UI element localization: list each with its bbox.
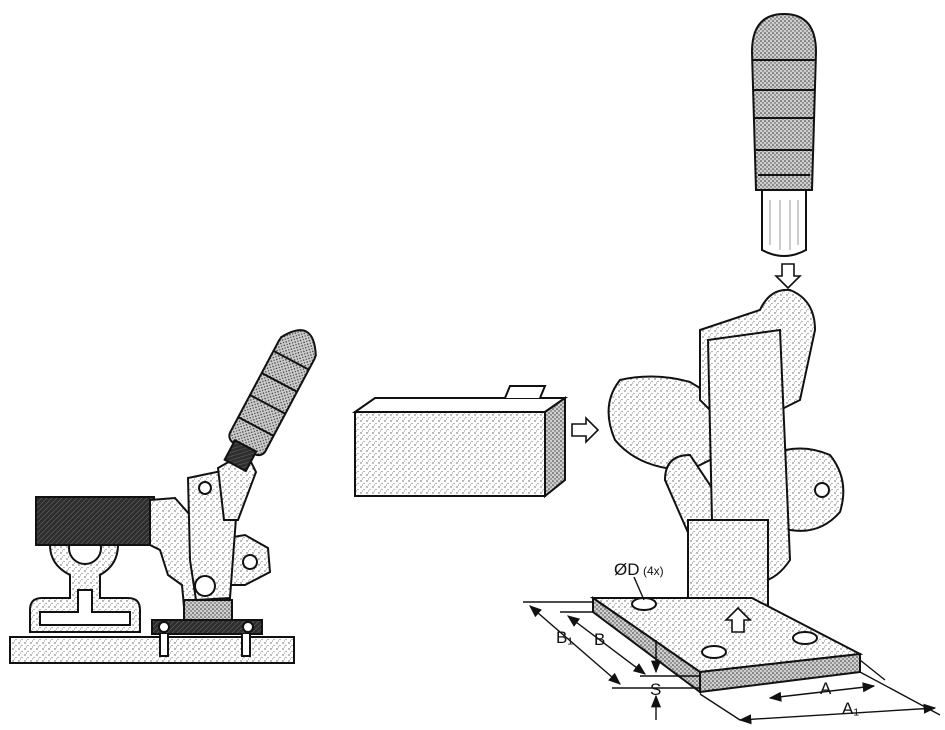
hole-1 xyxy=(631,597,657,611)
handle-left xyxy=(223,329,317,473)
label-quantity: (4x) xyxy=(643,564,664,578)
arrow-up-icon xyxy=(724,606,752,633)
base-plate-right xyxy=(589,596,864,694)
label-a: A xyxy=(820,679,832,698)
label-a1: A₁ xyxy=(842,699,859,718)
workpiece-block xyxy=(351,385,569,499)
arrow-down-icon xyxy=(774,263,802,290)
label-diameter: ØD xyxy=(614,560,640,579)
clamp-arm-dark xyxy=(35,496,155,546)
label-s: S xyxy=(650,680,661,699)
dimension-lines xyxy=(523,576,941,725)
base-plate-left xyxy=(9,636,295,664)
label-b: B xyxy=(594,630,605,649)
arrow-right-icon xyxy=(571,416,600,444)
hole-3 xyxy=(792,631,818,645)
left-assembly xyxy=(9,329,317,664)
handle-exploded xyxy=(750,12,818,257)
hole-2 xyxy=(701,645,727,659)
label-b1: B₁ xyxy=(556,628,573,647)
clamp-body-right xyxy=(607,288,845,611)
